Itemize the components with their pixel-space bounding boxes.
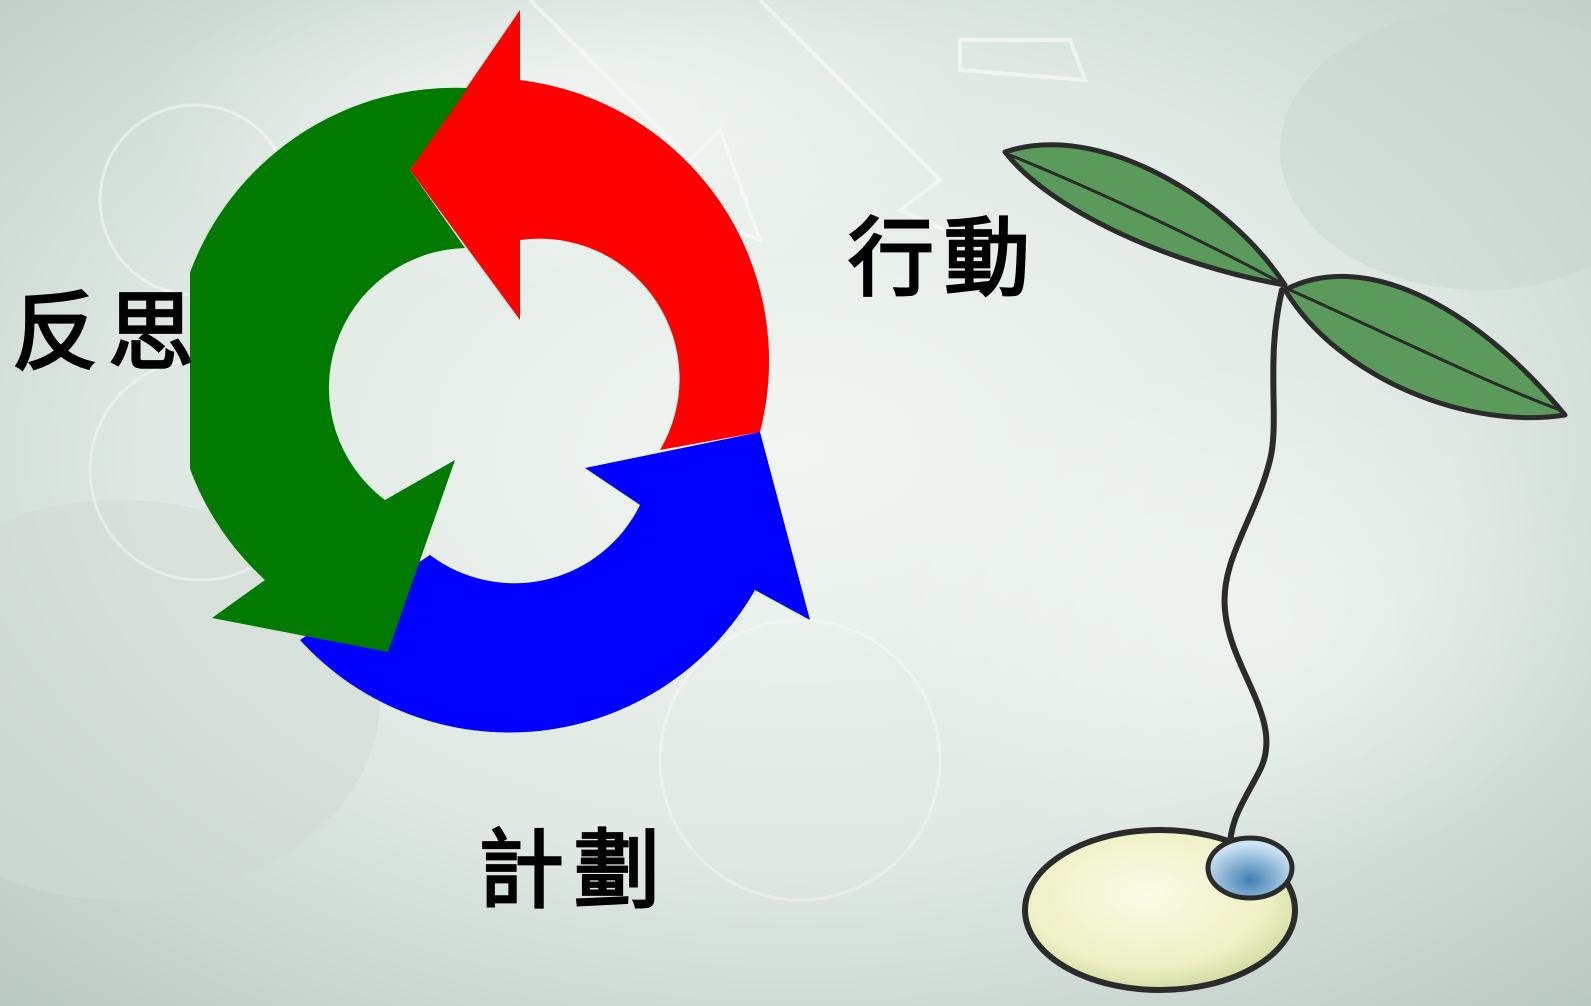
action-label: 行動 <box>848 208 1040 309</box>
cycle-diagram <box>190 10 810 733</box>
reflect-arrow <box>190 87 468 652</box>
water-drop <box>1205 835 1295 901</box>
stem <box>1221 287 1285 858</box>
reflect-label: 反思 <box>12 282 204 383</box>
action-arrow <box>410 10 770 450</box>
plan-label: 計劃 <box>478 820 670 921</box>
sprout-illustration <box>1002 142 1568 993</box>
plan-arrow <box>300 432 810 733</box>
